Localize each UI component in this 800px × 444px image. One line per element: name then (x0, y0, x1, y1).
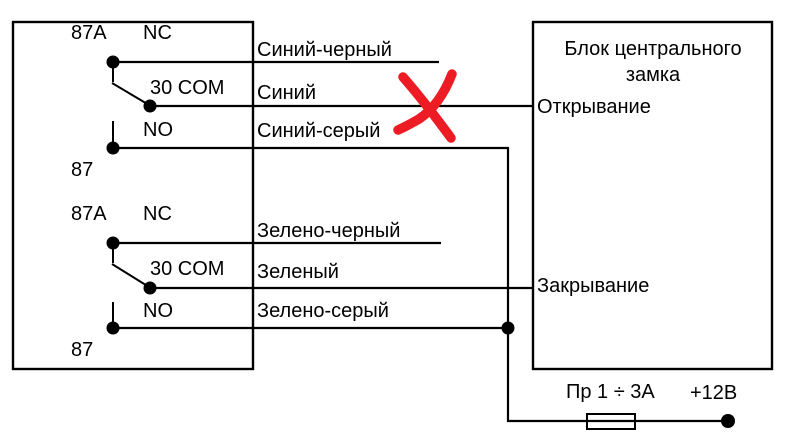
supply-voltage-label: +12В (690, 382, 738, 404)
relay-bottom-pin-no: NO (143, 300, 173, 322)
relay-bottom-com-terminal-dot (143, 281, 157, 295)
relay-top-pin-87: 87 (71, 159, 94, 181)
central-lock-title: Блок центрального замка (564, 38, 742, 86)
wire-label-green: Зеленый (257, 261, 339, 283)
relay-top-pin-nc: NC (143, 22, 172, 44)
wire-label-green-black: Зелено-черный (257, 220, 401, 242)
relay-top-pin-87a: 87A (71, 22, 107, 44)
wire-label-green-gray: Зелено-серый (257, 300, 389, 322)
relay-top-nc-terminal-dot (106, 55, 120, 69)
rejection-cross-icon (393, 69, 457, 143)
relay-top-com-terminal-dot (143, 99, 157, 113)
relay-bottom-pin-87a: 87A (71, 203, 107, 225)
relay-bottom-switch-arm (111, 263, 150, 288)
relay-top-pin-no: NO (143, 119, 173, 141)
fuse-icon (586, 413, 636, 430)
relay-bottom-pin-87: 87 (71, 339, 94, 361)
wire-label-blue: Синий (257, 82, 317, 104)
relay-top-no-terminal-dot (106, 141, 120, 155)
relay-top-switch-arm (111, 82, 150, 106)
wire-label-blue-gray: Синий-серый (257, 120, 381, 142)
central-lock-input-open: Открывание (537, 96, 651, 118)
central-lock-input-close: Закрывание (537, 275, 650, 297)
relay-bottom-pin-nc: NC (143, 203, 172, 225)
wire-blue-gray-and-12v-bus (113, 146, 728, 423)
relay-bottom-pin-30com: 30 COM (150, 258, 225, 280)
relay-top-pin-30com: 30 COM (150, 77, 225, 99)
relay-bottom-nc-terminal-dot (106, 236, 120, 250)
central-lock-box (531, 20, 774, 371)
plus12v-terminal-dot (721, 414, 735, 428)
bus-junction-dot (501, 321, 515, 335)
relay-bottom-no-terminal-dot (106, 321, 120, 335)
wire-label-blue-black: Синий-черный (257, 39, 392, 61)
relay-box (11, 20, 255, 371)
fuse-rating-label: Пр 1 ÷ 3А (566, 381, 655, 403)
